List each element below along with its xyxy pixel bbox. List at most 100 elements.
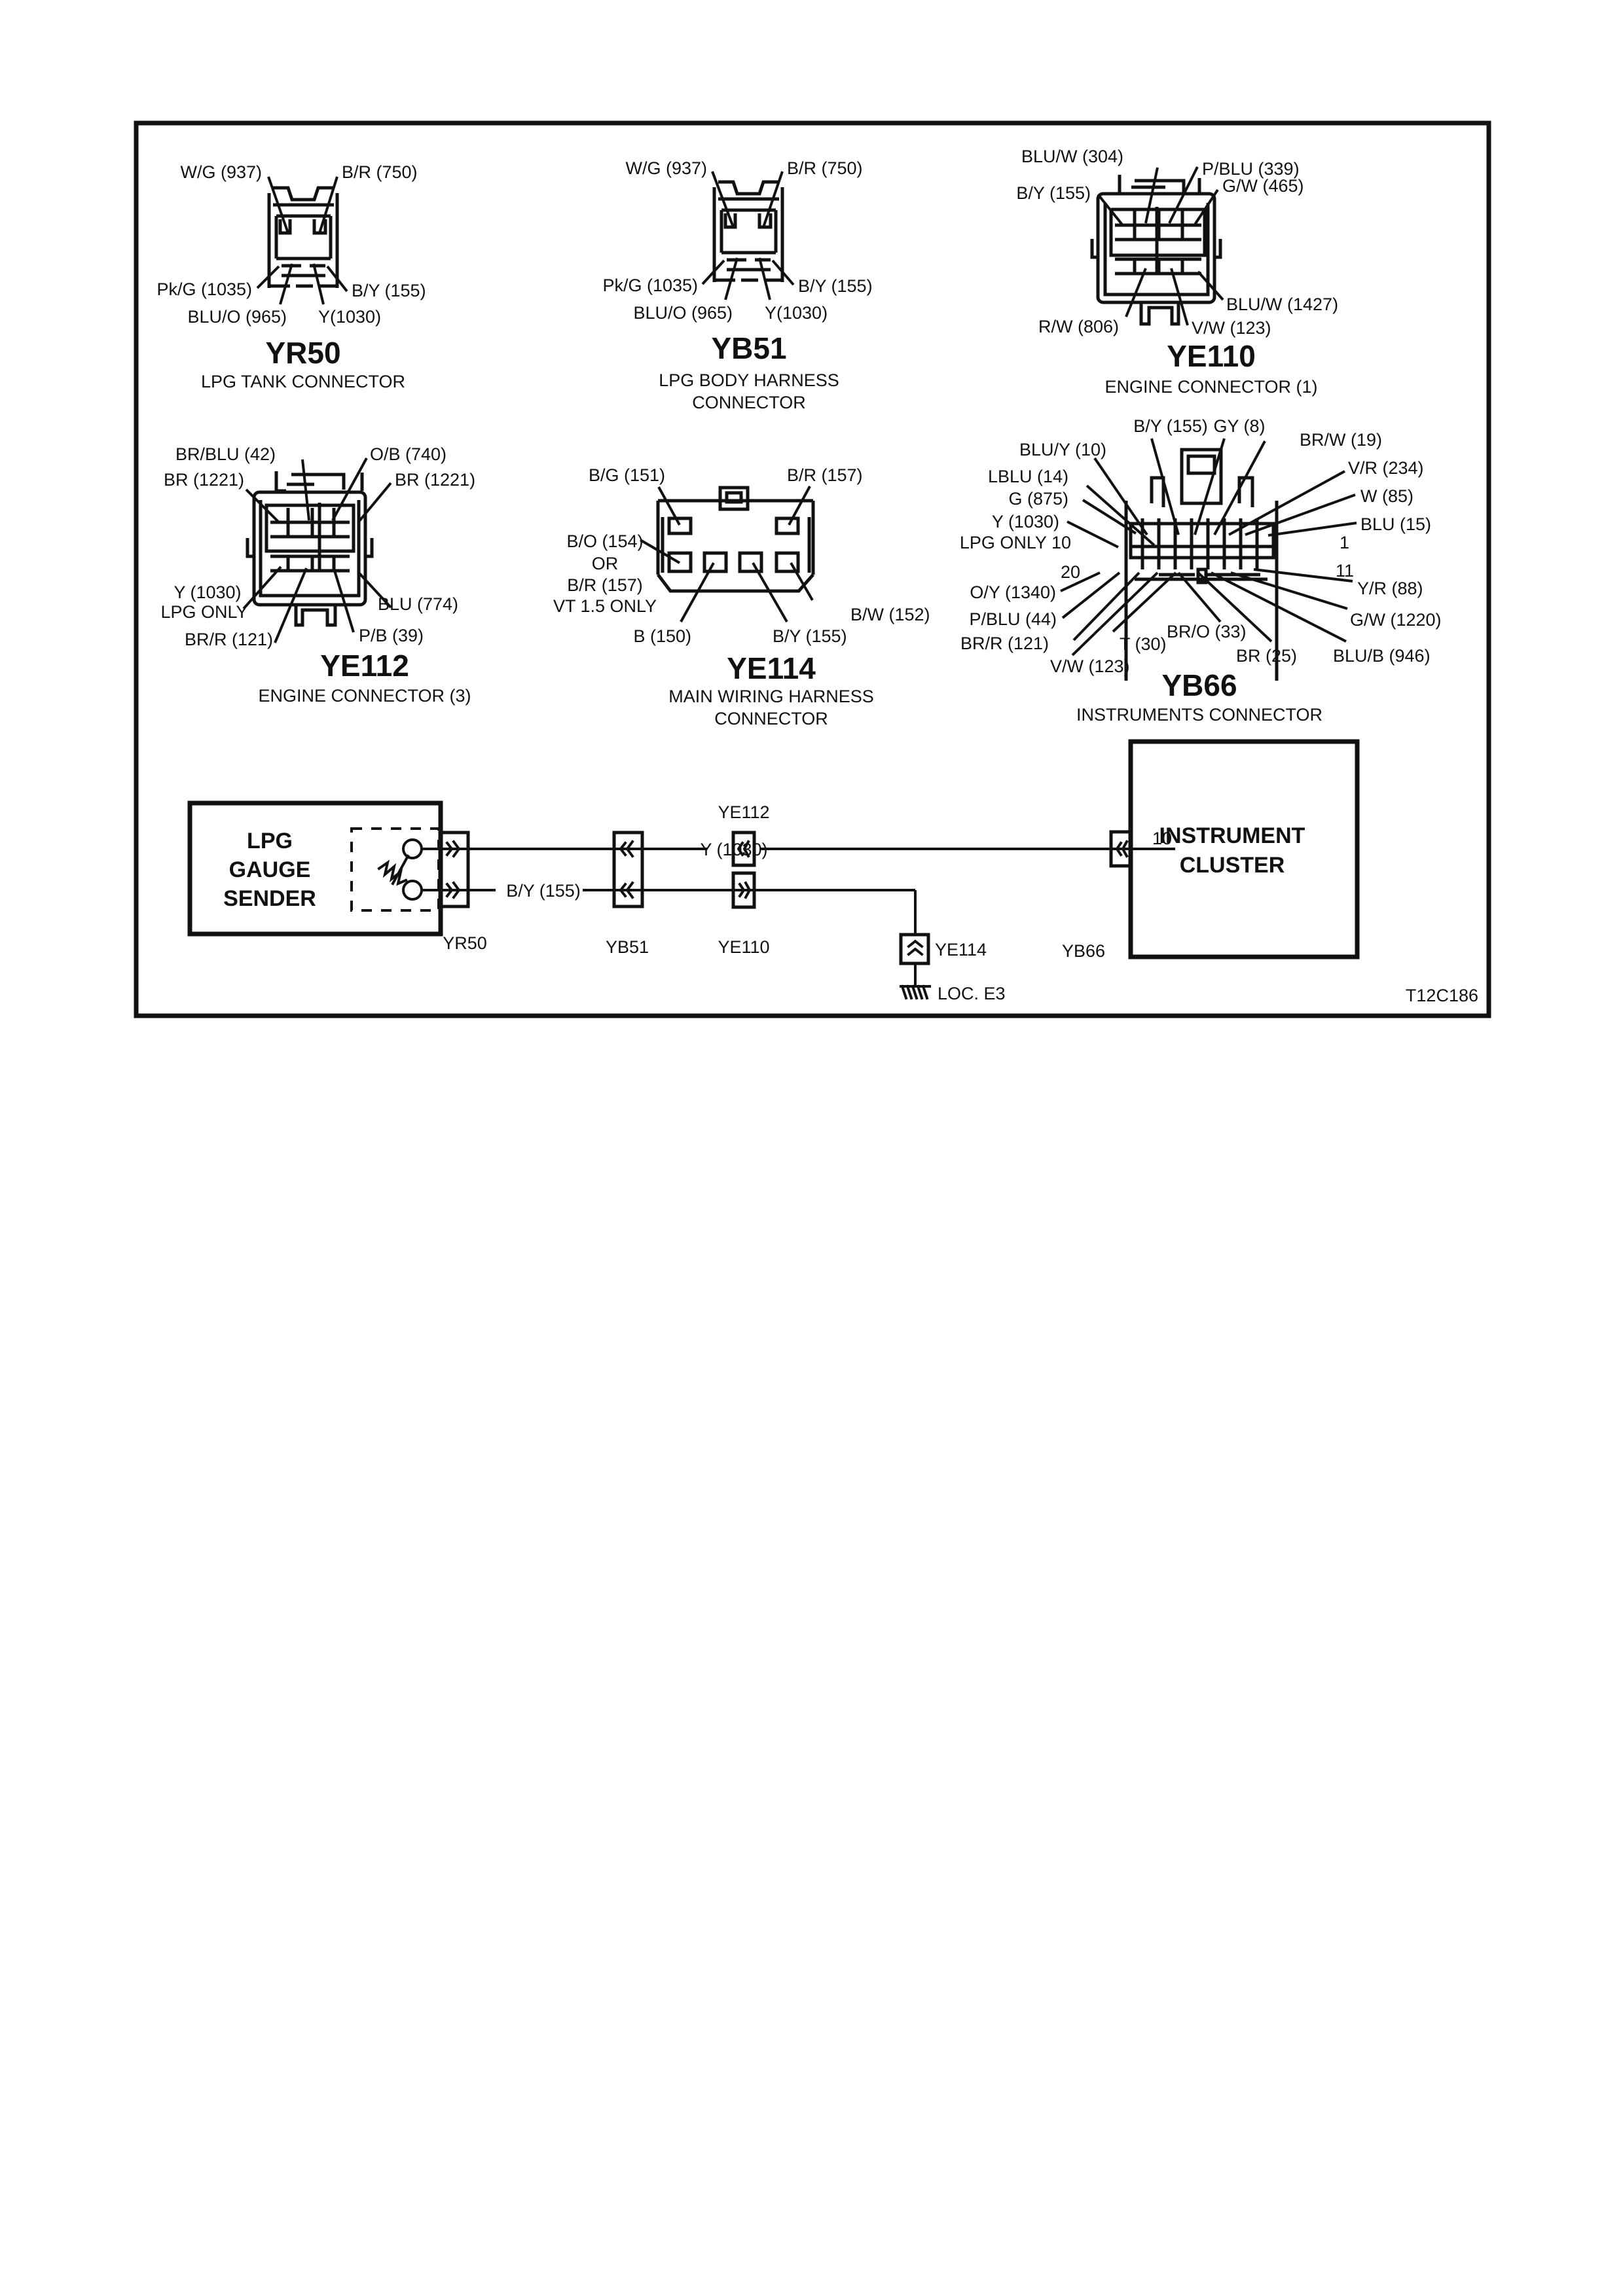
sender-label: LPG xyxy=(247,829,293,853)
pin-label: LPG ONLY 10 xyxy=(960,533,1071,552)
pin-label: B/Y (155) xyxy=(352,281,426,300)
lead-line xyxy=(267,176,289,234)
pin-label: R/W (806) xyxy=(1038,317,1119,336)
pin-label: Y(1030) xyxy=(765,303,828,323)
pin-label: BLU/O (965) xyxy=(187,307,287,327)
lead-line xyxy=(1267,522,1357,537)
connector-pin-icon xyxy=(737,840,750,858)
connector-pin-icon xyxy=(619,881,634,899)
connector-pin-icon xyxy=(1115,840,1129,858)
pin-label: Y (1030) xyxy=(992,512,1059,531)
lead-line xyxy=(1230,571,1348,610)
connector-ye112-body xyxy=(246,471,374,627)
connector-id: YR50 xyxy=(265,336,340,370)
connector-yr50: W/G (937) B/R (750) Pk/G (1035) B/Y (155… xyxy=(156,162,426,391)
pin-label: Y/R (88) xyxy=(1357,579,1423,598)
lead-line xyxy=(331,457,368,521)
ye110-connector-symbol xyxy=(731,871,756,909)
pin-label: LPG ONLY xyxy=(160,602,247,622)
lead-line xyxy=(312,263,325,305)
pin-label: B/Y (155) xyxy=(773,626,847,646)
pin-label: BR (1221) xyxy=(395,470,475,490)
pin-label: BR/BLU (42) xyxy=(175,444,276,464)
diagram-frame xyxy=(134,120,1491,1018)
pin-label: P/B (39) xyxy=(359,626,424,645)
lead-line xyxy=(1211,571,1347,643)
cluster-label: CLUSTER xyxy=(1180,853,1285,878)
connector-id: YE112 xyxy=(320,649,409,683)
yr50-connector-symbol xyxy=(439,831,470,908)
pin-label: P/BLU (44) xyxy=(969,609,1057,629)
lead-line xyxy=(711,171,735,228)
lead-line xyxy=(1093,457,1148,536)
connector-id: YB66 xyxy=(1161,668,1237,702)
connector-id: YE114 xyxy=(727,651,816,685)
pin-label: B/R (750) xyxy=(787,158,863,178)
connector-ye114-body xyxy=(656,486,815,593)
connector-description: LPG BODY HARNESS xyxy=(659,370,839,390)
connector-yr50-body xyxy=(267,186,339,288)
sender-label: GAUGE xyxy=(229,857,311,882)
lead-line xyxy=(788,486,811,526)
cluster-label: INSTRUMENT xyxy=(1159,823,1305,848)
pin-label: BLU/W (304) xyxy=(1021,147,1123,166)
wire-label: B/Y (155) xyxy=(506,881,581,901)
connector-pin-icon xyxy=(445,840,461,858)
lead-line xyxy=(274,567,308,643)
connector-yb66-body xyxy=(1124,448,1279,681)
lead-line xyxy=(657,486,681,526)
pin-label: BR (25) xyxy=(1236,646,1297,666)
connector-id: YB51 xyxy=(711,331,786,365)
lead-line xyxy=(357,571,392,609)
pin-label: Pk/G (1035) xyxy=(156,279,252,299)
sender-label: SENDER xyxy=(223,886,316,911)
pin-label: W/G (937) xyxy=(180,162,262,182)
pin-label: OR xyxy=(592,554,619,573)
pin-label: B/Y (155) xyxy=(1133,416,1208,436)
pin-label: B/R (750) xyxy=(342,162,418,182)
pin-number: 1 xyxy=(1340,533,1349,552)
pin-label: Y(1030) xyxy=(318,307,381,327)
pin-label: B/G (151) xyxy=(589,465,665,485)
connector-pin-icon xyxy=(907,939,924,956)
pin-label: W/G (937) xyxy=(625,158,707,178)
lead-line xyxy=(326,265,348,293)
pin-label: G/W (1220) xyxy=(1350,610,1442,630)
lead-line xyxy=(790,562,814,601)
pin-label: BR (1221) xyxy=(164,470,244,490)
connector-pin-icon xyxy=(738,881,752,899)
connector-ye110: BLU/W (304) P/BLU (339) B/Y (155) G/W (4… xyxy=(1016,147,1338,397)
ground-location-label: LOC. E3 xyxy=(938,984,1006,1003)
yb51-connector-symbol xyxy=(612,831,644,908)
pin-label: P/BLU (339) xyxy=(1202,159,1300,179)
connector-yb51: W/G (937) B/R (750) Pk/G (1035) B/Y (155… xyxy=(602,158,872,412)
pin-label: BR/O (33) xyxy=(1167,622,1247,641)
pin-label: B/O (154) xyxy=(566,531,643,551)
lead-line xyxy=(1197,571,1273,643)
pin-label: B/R (157) xyxy=(787,465,863,485)
pin-label: Y (1030) xyxy=(173,583,241,602)
terminal-icon xyxy=(402,838,423,859)
connector-description: CONNECTOR xyxy=(692,393,806,412)
lead-line xyxy=(724,257,739,300)
connector-pin-icon xyxy=(445,881,461,899)
pin-label: V/W (123) xyxy=(1050,656,1130,676)
pin-label: BLU/O (965) xyxy=(633,303,733,323)
pin-label: LBLU (14) xyxy=(988,467,1068,486)
figure-id: T12C186 xyxy=(1406,986,1478,1005)
lead-line xyxy=(301,459,310,521)
pin-label: BLU (774) xyxy=(378,594,458,614)
connector-ye110-body xyxy=(1090,175,1222,326)
instrument-cluster-block xyxy=(1128,739,1360,960)
pin-label: BLU/B (946) xyxy=(1333,646,1431,666)
lead-line xyxy=(1253,568,1353,583)
lead-line xyxy=(318,176,338,234)
lead-line xyxy=(1245,493,1356,536)
cluster-pin-number: 10 xyxy=(1152,829,1172,848)
terminal-icon xyxy=(402,880,423,901)
schematic-connector-label: YB66 xyxy=(1062,941,1105,961)
lead-line xyxy=(279,263,293,305)
pin-label: GY (8) xyxy=(1213,416,1265,436)
connector-description: INSTRUMENTS CONNECTOR xyxy=(1076,705,1322,725)
